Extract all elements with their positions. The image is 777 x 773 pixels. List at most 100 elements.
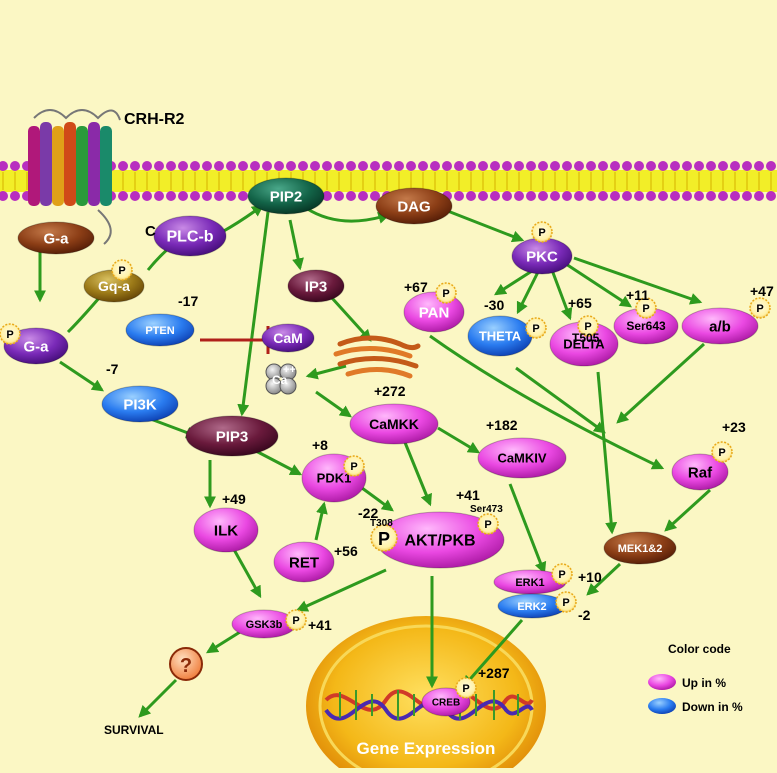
- legend-up-swatch: [648, 674, 676, 690]
- arrow-er-to-ca: [305, 364, 347, 380]
- receptor-label: CRH-R2: [124, 111, 185, 128]
- arrow-theta-to-raf: [515, 366, 606, 434]
- node-ab-phospho-icon: P: [749, 297, 771, 319]
- svg-text:P: P: [442, 288, 449, 300]
- calcium-ions-icon: Ca++: [265, 363, 297, 395]
- node-pi3k: PI3K: [101, 385, 179, 423]
- svg-text:P: P: [484, 519, 491, 531]
- node-mek: MEK1&2: [603, 531, 677, 565]
- node-cam: CaM: [261, 323, 315, 353]
- node-erk2: ERK2 P: [497, 591, 577, 619]
- nucleus: Gene Expression: [306, 616, 546, 773]
- value-pten: -17: [178, 293, 198, 309]
- svg-text:P: P: [642, 303, 649, 315]
- value-ab: +47: [750, 283, 774, 299]
- value-delta: +65: [568, 295, 592, 311]
- node-ret: RET: [273, 541, 335, 583]
- node-creb-label: CREB: [432, 698, 460, 709]
- node-erk2-label: ERK2: [517, 601, 546, 613]
- node-ser643-label: Ser643: [626, 319, 666, 333]
- svg-text:P: P: [118, 265, 125, 277]
- value-akt-t308: -22: [358, 505, 378, 521]
- node-raf: Raf P: [671, 441, 733, 491]
- arrow-ga-to-pi3k: [59, 360, 104, 392]
- node-ret-label: RET: [289, 554, 319, 571]
- arrow-pkc-to-theta: [516, 267, 542, 315]
- arrow-ilk-to-gsk3b: [230, 545, 262, 599]
- node-akt-label: AKT/PKB: [404, 533, 475, 550]
- arrow-ca-to-camkk: [315, 390, 352, 418]
- node-gq-a-phospho-icon: P: [111, 259, 133, 281]
- node-plc-b: PLC-b: [153, 215, 227, 257]
- arrow-pip2-to-dag: [305, 206, 391, 224]
- value-ilk: +49: [222, 491, 246, 507]
- svg-text:P: P: [378, 529, 390, 549]
- node-pip3: PIP3: [185, 415, 279, 457]
- arrow-pkc-to-delta: [550, 269, 573, 321]
- color-legend: Color code Up in % Down in %: [648, 642, 743, 714]
- activation-arrows: [34, 204, 712, 718]
- arrow-dag-to-pkc: [439, 206, 525, 243]
- value-ser643: +11: [626, 287, 649, 303]
- calcium-charge: ++: [283, 364, 296, 376]
- calcium-label: Ca: [272, 373, 288, 387]
- node-pi3k-label: PI3K: [123, 396, 157, 413]
- node-camkiv-label: CaMKIV: [497, 451, 546, 466]
- node-theta-label: THETA: [479, 329, 522, 344]
- node-akt-phospho-icon: P: [477, 513, 499, 535]
- svg-text:P: P: [584, 321, 591, 333]
- arrow-raf-to-mek: [664, 488, 712, 532]
- gene-expression-label: Gene Expression: [357, 739, 496, 758]
- legend-title: Color code: [668, 642, 731, 656]
- node-g-a-top: G-a: [17, 221, 95, 255]
- value-theta: -30: [484, 297, 504, 313]
- arrow-erk2-to-creb: [462, 619, 524, 688]
- node-camkk-label: CaMKK: [369, 416, 419, 432]
- arrow-camkk-to-akt: [402, 439, 432, 507]
- node-pten: PTEN: [125, 313, 195, 347]
- svg-text:?: ?: [180, 655, 192, 677]
- value-pan: +67: [404, 279, 428, 295]
- arrow-camkk-to-camkiv: [437, 426, 481, 454]
- ser473-label: Ser473: [470, 504, 503, 515]
- node-gsk3b-label: GSK3b: [246, 619, 283, 631]
- arrow-pip3-to-pdk1: [253, 448, 303, 476]
- legend-down-swatch: [648, 698, 676, 714]
- value-akt: +41: [456, 487, 480, 503]
- value-erk1: +10: [578, 569, 602, 585]
- node-raf-label: Raf: [688, 464, 713, 481]
- node-pdk1-label: PDK1: [317, 471, 352, 486]
- node-g-a-phospho-icon: P: [0, 323, 21, 345]
- value-camkk: +272: [374, 383, 406, 399]
- legend-down-label: Down in %: [682, 700, 743, 714]
- node-theta-phospho-icon: P: [525, 317, 547, 339]
- delta-site-label: T505: [572, 331, 600, 345]
- node-pkc-phospho-icon: P: [531, 221, 553, 243]
- node-delta-phospho-icon: P: [577, 315, 599, 337]
- node-camkk: CaMKK: [349, 403, 439, 445]
- node-ab-label: a/b: [709, 318, 731, 335]
- value-camkiv: +182: [486, 417, 518, 433]
- legend-up-label: Up in %: [682, 676, 726, 690]
- akt-t308-phospho-icon: P: [370, 524, 398, 552]
- svg-text:P: P: [350, 461, 357, 473]
- node-dag: DAG: [375, 187, 453, 225]
- svg-text:P: P: [756, 303, 763, 315]
- node-erk2-phospho-icon: P: [555, 591, 577, 613]
- value-gsk3b: +41: [308, 617, 332, 633]
- c-label: C: [145, 223, 156, 240]
- node-ip3: IP3: [287, 269, 345, 303]
- node-mek-label: MEK1&2: [618, 543, 663, 555]
- node-pip3-label: PIP3: [216, 428, 249, 445]
- svg-text:P: P: [718, 447, 725, 459]
- arrow-pan-to-raf: [429, 334, 665, 470]
